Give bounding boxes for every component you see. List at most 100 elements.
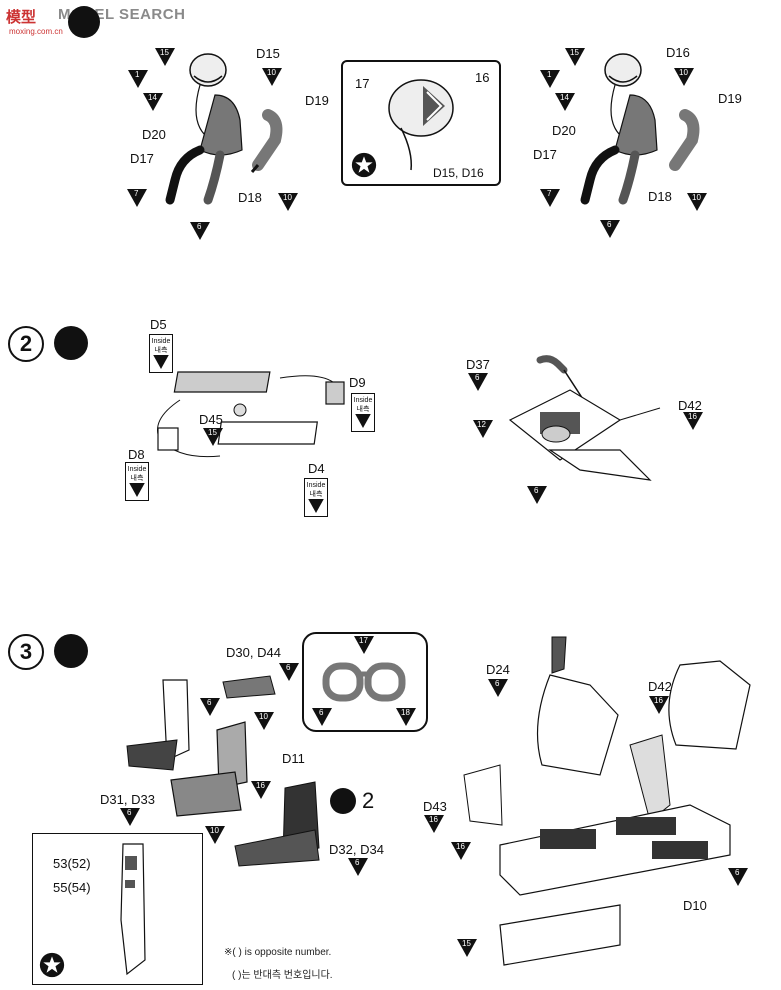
paint-marker-icon [355, 414, 371, 428]
paint-number: 15 [462, 939, 471, 948]
paint-number: 16 [654, 696, 663, 705]
star-icon [39, 952, 65, 978]
part-label: D10 [683, 898, 707, 913]
cockpit-floor-diagram [508, 355, 661, 481]
pilot-figure-right [580, 53, 700, 205]
note-en: ※( ) is opposite number. [224, 947, 332, 958]
part-label: D37 [466, 357, 490, 372]
glue-icon [54, 634, 88, 668]
watermark-url: moxing.com.cn [9, 27, 63, 36]
star-icon [351, 152, 377, 178]
part-label: D16 [666, 45, 690, 60]
part-label: D45 [199, 412, 223, 427]
pilot-figure-left [165, 53, 283, 205]
helmet-icon [388, 79, 454, 171]
part-label: D18 [238, 190, 262, 205]
glue-icon [54, 326, 88, 360]
paint-number: 16 [688, 412, 697, 421]
paint-number: 10 [692, 193, 701, 202]
paint-number: 16 [429, 815, 438, 824]
paint-number: 17 [359, 636, 368, 645]
paint-marker-icon [129, 483, 145, 497]
paint-number: 10 [267, 68, 276, 77]
part-label: D32, D34 [329, 842, 384, 857]
part-label: D42 [678, 398, 702, 413]
paint-number: 6 [207, 698, 212, 707]
paint-number: 14 [148, 93, 157, 102]
paint-number: 7 [134, 189, 139, 198]
paint-number: 16 [256, 781, 265, 790]
seat-rail-diagram [157, 371, 345, 458]
harness-icon [322, 662, 406, 702]
part-label: D30, D44 [226, 645, 281, 660]
harness-detail-box: 17 6 18 [302, 632, 428, 732]
callout: 17 [355, 76, 370, 91]
inside-label: Inside [151, 338, 171, 345]
paint-number: 1 [547, 70, 552, 79]
part-label: D17 [130, 151, 154, 166]
seat-side-inset: 53(52) 55(54) [32, 833, 203, 985]
part-label: D19 [718, 91, 742, 106]
part-label: D8 [128, 447, 145, 462]
part-label: D31, D33 [100, 792, 155, 807]
part-label: D20 [552, 123, 576, 138]
part-label: D11 [282, 751, 305, 766]
paint-number: 6 [735, 868, 740, 877]
inside-label-ko: 내측 [154, 347, 168, 354]
paint-number: 12 [477, 420, 486, 429]
paint-number: 7 [547, 189, 552, 198]
paint-number: 6 [355, 858, 360, 867]
part-label: D42 [648, 679, 672, 694]
part-label: D19 [305, 93, 329, 108]
part-label: D9 [349, 375, 366, 390]
paint-number: 6 [534, 486, 539, 495]
helmet-detail-box: 17 16 D15, D16 [341, 60, 501, 186]
paint-number: 1 [135, 70, 140, 79]
paint-number: 6 [197, 222, 202, 231]
part-label: D17 [533, 147, 557, 162]
step1-icon [62, 4, 102, 40]
inset-label: 55(54) [53, 880, 91, 895]
paint-number: 15 [570, 48, 579, 57]
part-label: D43 [423, 799, 447, 814]
part-label: D24 [486, 662, 510, 677]
part-label: D18 [648, 189, 672, 204]
callout: 16 [475, 70, 490, 85]
paint-number: 6 [607, 220, 612, 229]
inside-marker: Inside 내측 [149, 334, 173, 373]
decal-number: 2 [362, 788, 375, 813]
watermark-logo: 模型 [6, 9, 37, 26]
paint-number: 6 [286, 663, 291, 672]
part-label: D20 [142, 127, 166, 142]
paint-number: 14 [560, 93, 569, 102]
inside-marker: Inside 내측 [304, 478, 328, 517]
part-label: D4 [308, 461, 325, 476]
paint-number: 15 [160, 48, 169, 57]
paint-number: 15 [208, 428, 217, 437]
paint-number: 6 [495, 679, 500, 688]
part-label: D5 [150, 317, 167, 332]
step-number: 3 [8, 634, 44, 670]
inside-label: Inside [127, 466, 147, 473]
inside-label-ko: 내측 [309, 491, 323, 498]
paint-number: 10 [679, 68, 688, 77]
step-number: 2 [8, 326, 44, 362]
inside-label-ko: 내측 [130, 475, 144, 482]
paint-number: 6 [127, 808, 132, 817]
paint-marker-icon [308, 499, 324, 513]
inset-label: 53(52) [53, 856, 91, 871]
decal-icon [330, 788, 356, 814]
paint-number: 16 [456, 842, 465, 851]
inside-marker: Inside 내측 [351, 393, 375, 432]
inside-label: Inside [306, 482, 326, 489]
paint-number: 10 [283, 193, 292, 202]
paint-number: 10 [210, 826, 219, 835]
note-ko: ( )는 반대측 번호입니다. [232, 970, 333, 981]
inside-marker: Inside 내측 [125, 462, 149, 501]
paint-number: 10 [259, 712, 268, 721]
paint-number: 18 [401, 708, 410, 717]
detail-parts: D15, D16 [433, 166, 484, 180]
cockpit-tub-diagram [463, 636, 751, 966]
ejection-seat-diagram [126, 675, 320, 867]
part-label: D15 [256, 46, 280, 61]
